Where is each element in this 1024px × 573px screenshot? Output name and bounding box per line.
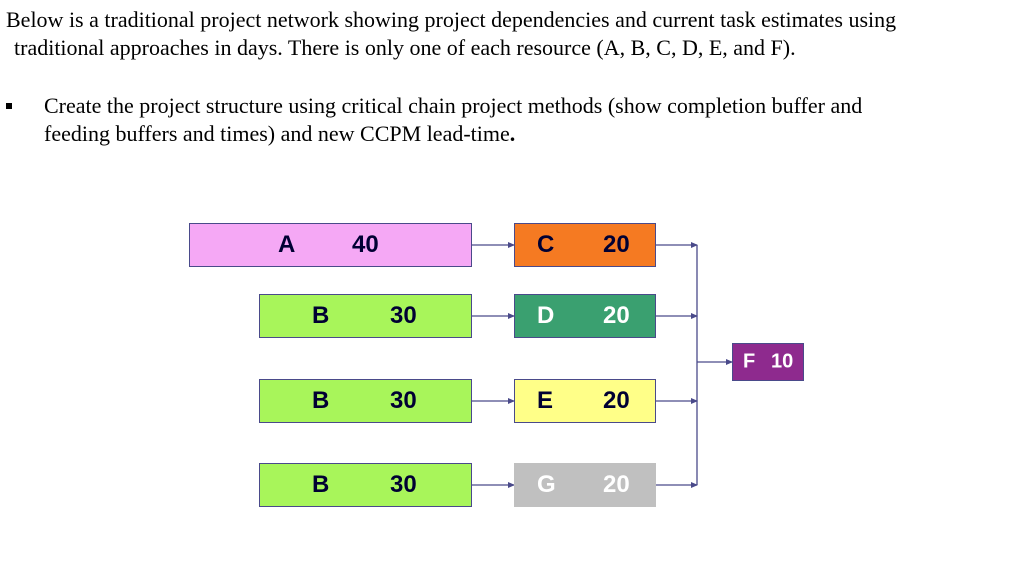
task-c-box: C 20	[514, 223, 656, 267]
intro-line-2: traditional approaches in days. There is…	[14, 35, 796, 60]
task-f-days: 10	[771, 350, 794, 373]
task-b3-label: B	[312, 471, 330, 498]
task-e-box: E 20	[514, 379, 656, 423]
task-e-label: E	[537, 387, 554, 414]
task-b3-box: B 30	[259, 463, 472, 507]
task-g-days: 20	[603, 471, 630, 498]
intro-paragraph: Below is a traditional project network s…	[6, 6, 1016, 62]
task-b3-days: 30	[390, 471, 417, 498]
task-d-days: 20	[603, 302, 630, 329]
task-a-days: 40	[352, 231, 379, 258]
task-b2-label: B	[312, 387, 330, 414]
task-b2-days: 30	[390, 387, 417, 414]
task-e-days: 20	[603, 387, 630, 414]
bullet-square-icon	[6, 103, 12, 109]
task-b2-box: B 30	[259, 379, 472, 423]
instruction-line-2: feeding buffers and times) and new CCPM …	[44, 121, 510, 146]
task-d-label: D	[537, 302, 555, 329]
instruction-bullet: Create the project structure using criti…	[6, 92, 1016, 148]
task-c-days: 20	[603, 231, 630, 258]
task-f-box: F 10	[732, 343, 804, 381]
instruction-line-1: Create the project structure using criti…	[44, 93, 863, 118]
task-b1-label: B	[312, 302, 330, 329]
task-g-box: G 20	[514, 463, 656, 507]
task-b1-box: B 30	[259, 294, 472, 338]
task-a-label: A	[278, 231, 296, 258]
task-d-box: D 20	[514, 294, 656, 338]
task-c-label: C	[537, 231, 555, 258]
task-f-label: F	[743, 350, 756, 373]
intro-line-1: Below is a traditional project network s…	[6, 7, 897, 32]
task-b1-days: 30	[390, 302, 417, 329]
task-g-label: G	[537, 471, 556, 498]
task-a-box: A 40	[189, 223, 472, 267]
instruction-text: Create the project structure using criti…	[44, 92, 1016, 148]
instruction-end-mark: .	[509, 121, 516, 146]
